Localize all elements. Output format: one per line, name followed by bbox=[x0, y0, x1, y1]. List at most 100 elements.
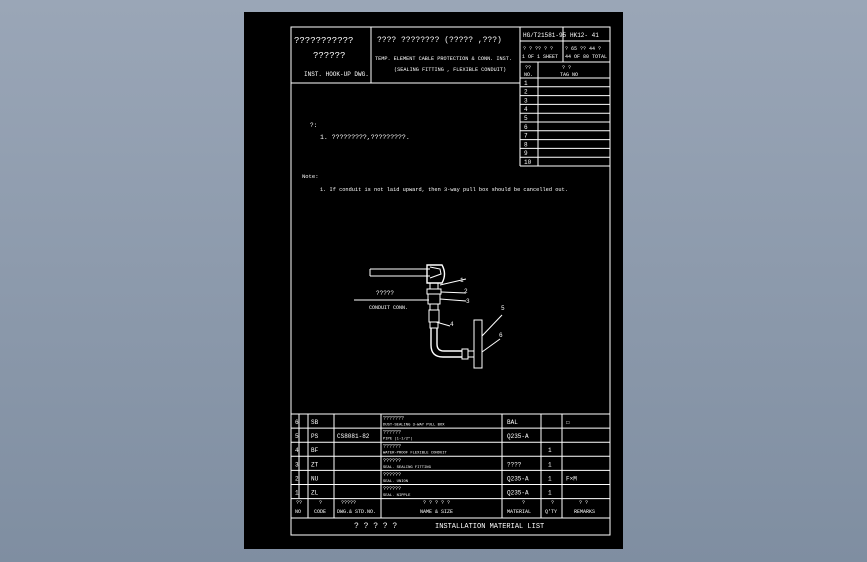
ml-cell-no: 1 bbox=[295, 490, 299, 497]
ml-cell-remarks: ☐ bbox=[566, 419, 570, 426]
ml-cell-material: Q235-A bbox=[507, 433, 529, 440]
pull-box bbox=[426, 264, 446, 284]
ml-cell-qty: 1 bbox=[548, 490, 552, 497]
ml-cell-code: NU bbox=[311, 475, 319, 482]
title-left-line1: ??????????? bbox=[294, 36, 353, 46]
note-cn-heading: ?: bbox=[310, 122, 317, 129]
callout-en: CONDUIT CONN. bbox=[369, 305, 408, 311]
ml-h-no-en: NO bbox=[295, 509, 301, 515]
ml-cell-code: ZT bbox=[311, 461, 319, 468]
material-list: 6 SB BAL ☐??????? DUST-SEALING 3-WAY PULL BO… bbox=[291, 413, 610, 531]
sealing-nipple bbox=[429, 282, 439, 290]
ml-cell-code: PS bbox=[311, 433, 319, 440]
notes: ?: 1. ?????????,?????????. Note: 1. If c… bbox=[302, 122, 568, 193]
tag-row-number: 9 bbox=[524, 150, 528, 157]
ml-h-qty-en: Q'TY bbox=[545, 509, 557, 515]
tag-header-no-cn: ?? bbox=[525, 65, 531, 71]
ml-cell-name-cn: ?????? bbox=[383, 486, 401, 492]
ml-h-qty-cn: ? bbox=[551, 500, 554, 506]
tag-row-number: 3 bbox=[524, 97, 528, 104]
tag-row-number: 5 bbox=[524, 115, 528, 122]
ml-cell-name-cn: ?????? bbox=[383, 458, 401, 464]
balloon-5: 5 bbox=[501, 305, 505, 312]
sheet-cn-2: ? 65 ?? 44 ? bbox=[565, 46, 601, 52]
ml-cell-qty: 1 bbox=[548, 475, 552, 482]
ml-h-code-cn: ? bbox=[319, 500, 322, 506]
balloon-2: 2 bbox=[464, 288, 468, 295]
ml-cell-material: Q235-A bbox=[507, 475, 529, 482]
ml-cell-code: ZL bbox=[311, 490, 319, 497]
title-left-line2: ?????? bbox=[313, 51, 345, 61]
ml-cell-no: 6 bbox=[295, 419, 299, 426]
ml-h-no-cn: ?? bbox=[296, 500, 302, 506]
note-en-heading: Note: bbox=[302, 173, 319, 180]
balloon-1: 1 bbox=[460, 277, 464, 284]
sheet-en-2: 44 OF 80 TOTAL bbox=[565, 54, 607, 60]
ml-cell-name-cn: ?????? bbox=[383, 430, 401, 436]
ml-h-mat-cn: ? bbox=[522, 500, 525, 506]
title-block: ??????????? ?????? INST. HOOK-UP DWG. ??… bbox=[291, 27, 610, 166]
ml-h-mat-en: MATERIAL bbox=[507, 509, 531, 515]
ml-cell-code: BF bbox=[311, 447, 319, 454]
ml-h-std-en: DWG.& STD.NO. bbox=[337, 509, 376, 515]
tag-row-number: 4 bbox=[524, 106, 528, 113]
sheet-code: HK12- 41 bbox=[570, 32, 599, 39]
ml-cell-qty: 1 bbox=[548, 461, 552, 468]
ml-h-name-en: NAME & SIZE bbox=[420, 509, 453, 515]
tag-row-number: 6 bbox=[524, 124, 528, 131]
vertical-pipe bbox=[473, 319, 483, 369]
tag-header-tag-cn: ? ? bbox=[562, 65, 571, 71]
ml-cell-name-en: PIPE (1-1/2") bbox=[383, 437, 413, 442]
ml-h-code-en: CODE bbox=[314, 509, 326, 515]
tag-row-number: 2 bbox=[524, 89, 528, 96]
note-cn-item: 1. ?????????,?????????. bbox=[320, 134, 410, 141]
ml-cell-no: 3 bbox=[295, 461, 299, 468]
ml-cell-no: 5 bbox=[295, 433, 299, 440]
sealing-fitting bbox=[427, 293, 441, 305]
tag-row-number: 1 bbox=[524, 80, 528, 87]
ml-cell-qty: 1 bbox=[548, 447, 552, 454]
ml-h-std-cn: ????? bbox=[341, 500, 356, 506]
ml-footer-en: INSTALLATION MATERIAL LIST bbox=[435, 523, 544, 531]
ml-h-name-cn: ? ? ? ? ? bbox=[423, 500, 450, 506]
ml-cell-name-cn: ?????? bbox=[383, 444, 401, 450]
tag-row-number: 7 bbox=[524, 133, 528, 140]
ml-cell-name-en: DUST-SEALING 3-WAY PULL BOX bbox=[383, 424, 445, 428]
flexible-conduit bbox=[430, 328, 462, 358]
ml-cell-remarks: F×M bbox=[566, 475, 577, 482]
balloon-4: 4 bbox=[450, 321, 454, 328]
sheet-cn-1: ? ? ?? ? ? bbox=[523, 46, 553, 52]
sheet-en-1: 1 OF 1 SHEET bbox=[522, 54, 558, 60]
ml-h-rem-en: REMARKS bbox=[574, 509, 595, 515]
ml-cell-std: CS8081-82 bbox=[337, 433, 370, 440]
balloon-3: 3 bbox=[466, 298, 470, 305]
ml-h-rem-cn: ? ? bbox=[579, 500, 588, 506]
title-en-line2: (SEALING FITTING , FLEXIBLE CONDUIT) bbox=[394, 67, 506, 73]
ml-cell-name-en: SEAL. NIPPLE bbox=[383, 494, 411, 498]
inner-frame bbox=[290, 26, 611, 536]
ml-cell-name-cn: ??????? bbox=[383, 416, 404, 422]
conduit-horizontal bbox=[369, 268, 430, 277]
ml-cell-name-cn: ?????? bbox=[383, 472, 401, 478]
cad-drawing: ??????????? ?????? INST. HOOK-UP DWG. ??… bbox=[290, 26, 611, 536]
ml-cell-material: BAL bbox=[507, 419, 518, 426]
tag-header-tag-en: TAG NO bbox=[560, 72, 578, 78]
ml-cell-code: SB bbox=[311, 419, 319, 426]
title-en-line1: TEMP. ELEMENT CABLE PROTECTION & CONN. I… bbox=[375, 56, 512, 62]
ml-cell-no: 4 bbox=[295, 447, 299, 454]
ml-cell-no: 2 bbox=[295, 475, 299, 482]
callout-cn: ????? bbox=[376, 290, 394, 297]
hookup-diagram: ????? CONDUIT CONN. 1 2 3 4 5 6 bbox=[354, 264, 505, 369]
ml-cell-name-en: SEAL. UNION bbox=[383, 480, 408, 484]
title-left-line3: INST. HOOK-UP DWG. bbox=[304, 71, 369, 78]
title-cn: ???? ???????? (????? ,???) bbox=[377, 36, 502, 45]
balloon-6: 6 bbox=[499, 332, 503, 339]
tag-row-number: 8 bbox=[524, 141, 528, 148]
ml-cell-material: ???? bbox=[507, 461, 522, 468]
ml-cell-name-en: SEAL. SEALING FITTING bbox=[383, 466, 432, 470]
ml-footer-cn: ? ? ? ? ? bbox=[354, 522, 397, 531]
note-en-item: 1. If conduit is not laid upward, then 3… bbox=[320, 187, 568, 193]
tag-header-no-en: NO. bbox=[524, 72, 533, 78]
tag-row-number: 10 bbox=[524, 159, 532, 166]
